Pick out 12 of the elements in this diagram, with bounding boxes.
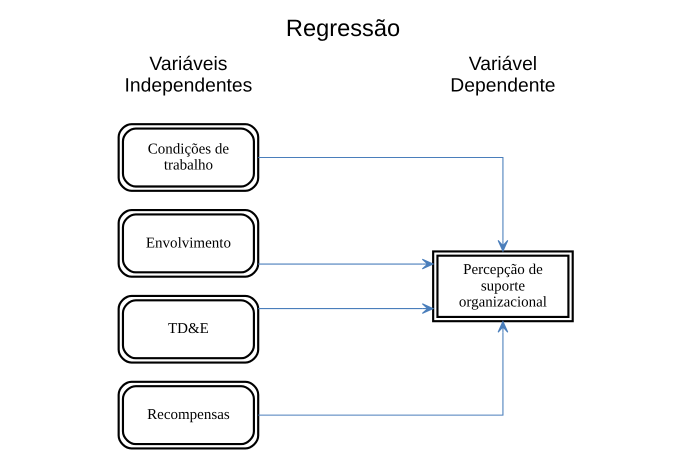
node-box: Percepção de suporte organizacional: [432, 250, 574, 322]
arrow: [258, 320, 508, 416]
arrow: [258, 156, 508, 252]
arrow: [258, 303, 434, 314]
node-box: TD&E: [118, 294, 260, 364]
label: Variáveis Independentes: [124, 54, 252, 96]
arrow: [258, 258, 434, 270]
node-box: Recompensas: [118, 380, 260, 450]
label: Variável Dependente: [450, 54, 556, 96]
node-box: Envolvimento: [118, 209, 260, 278]
node-box: Condições de trabalho: [118, 123, 260, 192]
diagram-title: Regressão: [286, 16, 400, 42]
